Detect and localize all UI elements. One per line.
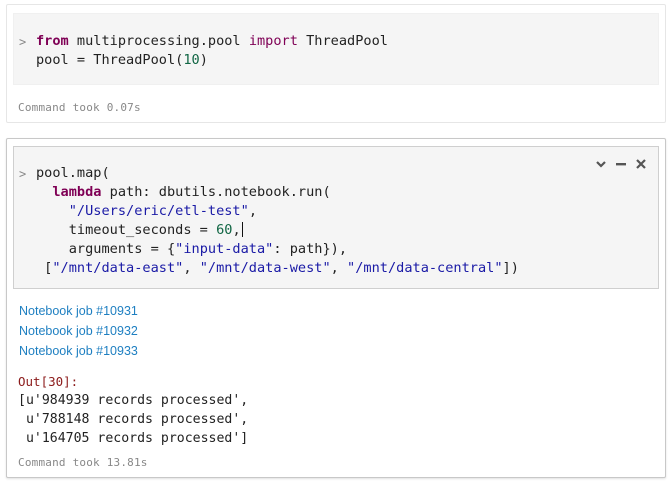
cell-toolbar [594, 157, 648, 171]
chevron-down-icon[interactable] [594, 157, 608, 171]
code-line-2: pool = ThreadPool(10) [36, 52, 208, 68]
prompt-marker: > [19, 35, 27, 49]
code-line-1: pool.map( [36, 165, 110, 181]
notebook-job-link[interactable]: Notebook job #10932 [19, 324, 138, 338]
notebook-job-link[interactable]: Notebook job #10931 [19, 304, 138, 318]
output-line: [u'984939 records processed', [18, 393, 249, 408]
code-line-6: ["/mnt/data-east", "/mnt/data-west", "/m… [36, 260, 519, 276]
close-icon[interactable] [634, 157, 648, 171]
code-editor[interactable]: > from multiprocessing.pool import Threa… [13, 13, 659, 85]
code-line-2: lambda path: dbutils.notebook.run( [52, 184, 331, 200]
notebook-cell-2[interactable]: > pool.map( lambda path: dbutils.noteboo… [6, 138, 666, 478]
code-editor[interactable]: > pool.map( lambda path: dbutils.noteboo… [13, 146, 659, 289]
code-line-3: "/Users/eric/etl-test", [68, 203, 257, 219]
code-line-5: arguments = {"input-data": path}), [36, 241, 348, 257]
output-label: Out[30]: [18, 374, 79, 389]
output-line: u'788148 records processed', [18, 412, 249, 427]
code-line-4: timeout_seconds = 60, [36, 222, 243, 238]
command-duration: Command took 0.07s [18, 101, 141, 114]
notebook-job-link[interactable]: Notebook job #10933 [19, 344, 138, 358]
code-line-1: from multiprocessing.pool import ThreadP… [36, 33, 388, 49]
prompt-marker: > [19, 167, 27, 181]
output-line: u'164705 records processed'] [18, 431, 249, 446]
minus-icon[interactable] [614, 157, 628, 171]
text-cursor [241, 222, 243, 237]
command-duration: Command took 13.81s [18, 456, 148, 469]
notebook-cell-1[interactable]: > from multiprocessing.pool import Threa… [6, 4, 666, 123]
